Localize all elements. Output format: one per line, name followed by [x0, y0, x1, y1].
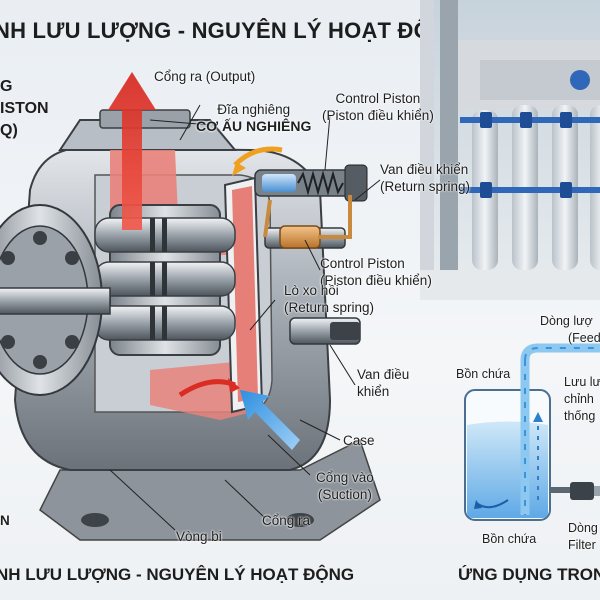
- side-valve-label: Van điều khiển: [357, 366, 409, 400]
- return-spring-line2: (Return spring): [284, 300, 375, 315]
- swash-plate-label: Đĩa nghiêng CƠ ẤU NGHIÊNG: [196, 101, 311, 135]
- filter-line2: Filter: [568, 538, 596, 552]
- control-piston-mid-line1: Control Piston: [320, 256, 405, 271]
- feed-flow-label: Dòng lượ (Feed: [540, 313, 600, 347]
- control-valve-line1: Van điều khiển: [380, 162, 469, 177]
- bearing-label: Vòng bi: [176, 529, 222, 544]
- left-label-fragment: Q): [0, 122, 18, 139]
- control-piston-mid-label: Control Piston (Piston điều khiển): [320, 255, 432, 289]
- flow-regulation-label: Lưu lư chỉnh thống: [564, 374, 600, 425]
- control-valve-label: Van điều khiển (Return spring): [380, 161, 470, 195]
- flow-regulation-line1: Lưu lư: [564, 375, 600, 389]
- left-bottom-fragment: N: [0, 513, 10, 528]
- side-valve-line2: khiển: [357, 384, 390, 399]
- left-label-fragment: G: [0, 78, 13, 95]
- inlet-label: Cổng vào (Suction): [316, 469, 374, 503]
- left-label-fragment: ISTON: [0, 100, 49, 117]
- return-spring-label: Lò xo hồi (Return spring): [284, 282, 374, 316]
- plant-photo: [420, 0, 600, 300]
- filter-line1: Dòng: [568, 521, 598, 535]
- right-caption: ỨNG DỤNG TRON: [458, 565, 600, 584]
- control-valve-line2: (Return spring): [380, 179, 471, 194]
- return-spring-line1: Lò xo hồi: [284, 283, 339, 298]
- application-schematic: [430, 300, 600, 565]
- outlet-label: Cổng ra (Output): [154, 69, 256, 84]
- tank-bottom-label: Bồn chứa: [482, 532, 537, 546]
- outlet-bottom-label: Cổng ra: [262, 513, 311, 528]
- feed-flow-line1: Dòng lượ: [540, 314, 593, 328]
- inlet-line1: Cổng vào: [316, 470, 374, 485]
- inlet-line2: (Suction): [317, 487, 372, 502]
- flow-regulation-line2: chỉnh: [564, 392, 594, 406]
- case-label: Case: [343, 433, 375, 448]
- swash-plate-label-line1: Đĩa nghiêng: [217, 102, 291, 117]
- control-piston-top-line2: (Piston điều khiển): [322, 108, 434, 123]
- control-piston-mid-line2: (Piston điều khiển): [320, 273, 432, 288]
- feed-flow-line2: (Feed: [568, 331, 600, 345]
- flow-regulation-line3: thống: [564, 409, 596, 423]
- control-piston-top-label: Control Piston (Piston điều khiển): [322, 90, 434, 124]
- control-piston-top-line1: Control Piston: [335, 91, 421, 106]
- tank-top-label: Bồn chứa: [456, 367, 511, 381]
- side-valve-line1: Van điều: [357, 367, 410, 382]
- swash-plate-label-line2: CƠ ẤU NGHIÊNG: [196, 118, 312, 134]
- diagram-title: NH LƯU LƯỢNG - NGUYÊN LÝ HOẠT ĐỘNG: [0, 18, 465, 43]
- filter-label: Dòng Filter: [568, 520, 598, 554]
- left-caption: NH LƯU LƯỢNG - NGUYÊN LÝ HOẠT ĐỘNG: [0, 565, 355, 584]
